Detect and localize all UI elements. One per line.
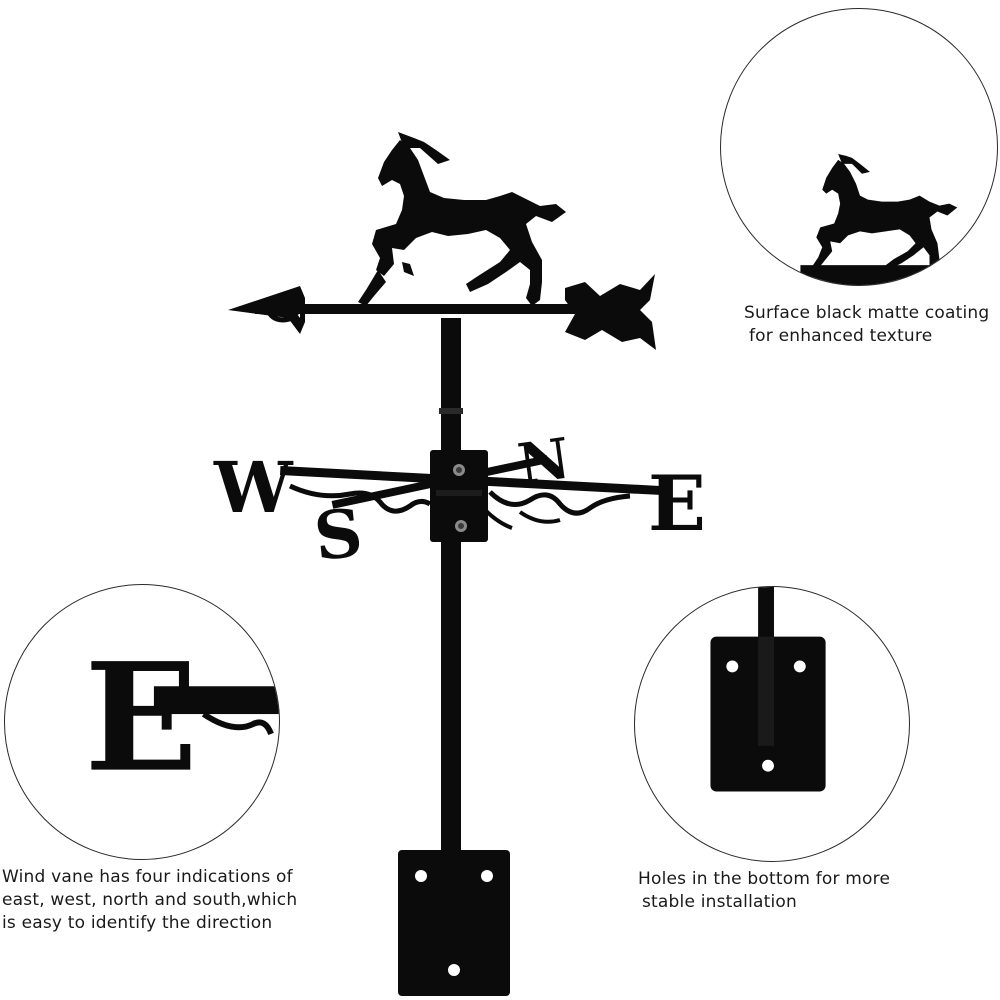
caption-line: for enhanced texture — [749, 326, 933, 346]
caption-base: Holes in the bottom for more stable inst… — [638, 868, 890, 914]
compass-letter-east: E — [648, 459, 706, 548]
horse-silhouette — [358, 132, 566, 306]
letter-arm — [153, 686, 279, 715]
caption-line: Holes in the bottom for more — [638, 869, 891, 889]
arrow-tail — [565, 274, 656, 350]
compass-letter-south: S — [311, 493, 367, 576]
mounting-plate — [398, 850, 510, 996]
pole-joint — [439, 408, 463, 414]
plate-hole — [793, 660, 806, 673]
caption-line: stable installation — [642, 892, 797, 912]
horse-silhouette — [804, 153, 958, 280]
caption-line: is easy to identify the direction — [2, 913, 273, 933]
caption-line: east, west, north and south,which — [2, 890, 298, 910]
arrow-head-ring — [266, 297, 300, 323]
plate-hole — [481, 870, 493, 882]
detail-base-closeup — [710, 587, 826, 792]
detail-letter: E — [84, 631, 198, 806]
compass-scrollwork-left — [288, 483, 432, 514]
detail-circle-base — [634, 586, 910, 862]
vane-pole — [441, 318, 461, 858]
plate-hole — [448, 964, 460, 976]
compass-scrollwork-right — [488, 490, 631, 516]
detail-circle-letters: E — [4, 584, 280, 860]
compass-letter-west: W — [213, 446, 294, 529]
plate-hole — [726, 660, 739, 673]
detail-letter-closeup: E — [84, 631, 279, 806]
plate-hole — [415, 870, 427, 882]
detail-horse-closeup — [800, 153, 997, 285]
caption-line: Wind vane has four indications of — [2, 867, 293, 887]
detail-circle-coating — [720, 8, 998, 286]
plate-hole — [762, 759, 774, 772]
arrow-shaft — [255, 304, 600, 314]
compass-letter-north: N — [514, 426, 574, 498]
caption-line: Surface black matte coating — [744, 303, 990, 323]
caption-letters: Wind vane has four indications of east, … — [2, 866, 297, 935]
caption-coating: Surface black matte coating for enhanced… — [744, 302, 989, 348]
